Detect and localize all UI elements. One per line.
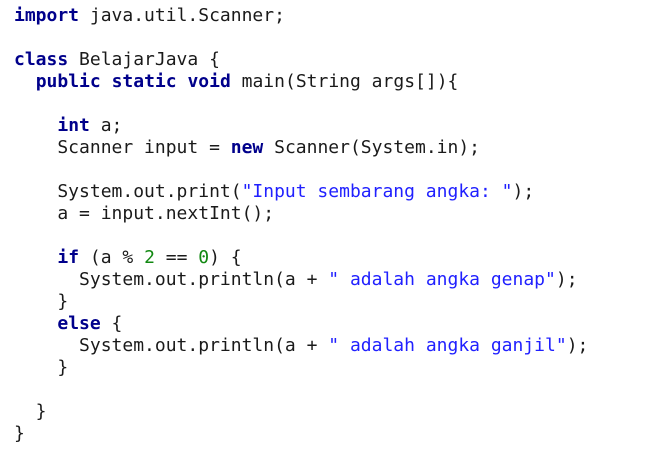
code-line: class BelajarJava { (14, 49, 650, 71)
code-line: } (14, 357, 650, 379)
code-line: System.out.println(a + " adalah angka ga… (14, 335, 650, 357)
code-text: == (154, 247, 199, 268)
code-text: } (14, 423, 25, 444)
code-line: else { (14, 313, 650, 335)
code-keyword: static (111, 71, 177, 92)
code-line: int a; (14, 115, 650, 137)
code-keyword: import (14, 5, 80, 26)
code-text (14, 313, 57, 334)
code-number: 2 (144, 247, 155, 268)
code-text: } (14, 401, 47, 422)
code-text: } (14, 357, 69, 378)
code-line: public static void main(String args[]){ (14, 71, 650, 93)
code-line: if (a % 2 == 0) { (14, 247, 650, 269)
code-keyword: new (230, 137, 264, 158)
code-text (14, 71, 36, 92)
code-line (14, 27, 650, 49)
code-text: } (14, 291, 69, 312)
code-text: System.out.println(a + (14, 269, 329, 290)
code-text: BelajarJava { (68, 49, 220, 70)
code-text: ); (566, 335, 589, 356)
code-text: Scanner(System.in); (263, 137, 481, 158)
code-keyword: public (35, 71, 101, 92)
code-keyword: else (57, 313, 101, 334)
code-text: main(String args[]){ (230, 71, 459, 92)
code-string: " adalah angka ganjil" (328, 335, 567, 356)
code-text: ); (512, 181, 535, 202)
code-keyword: void (187, 71, 231, 92)
code-line: Scanner input = new Scanner(System.in); (14, 137, 650, 159)
code-line: } (14, 423, 650, 445)
code-line: } (14, 401, 650, 423)
code-line: System.out.print("Input sembarang angka:… (14, 181, 650, 203)
code-text: java.util.Scanner; (79, 5, 285, 26)
code-text: System.out.println(a + (14, 335, 329, 356)
code-text: System.out.print( (14, 181, 242, 202)
code-line (14, 93, 650, 115)
code-text: (a % (79, 247, 145, 268)
code-line (14, 379, 650, 401)
code-line: } (14, 291, 650, 313)
code-line (14, 225, 650, 247)
code-keyword: if (57, 247, 80, 268)
code-line: a = input.nextInt(); (14, 203, 650, 225)
code-text: { (100, 313, 123, 334)
code-text (14, 247, 57, 268)
code-keyword: class (14, 49, 69, 70)
code-line: import java.util.Scanner; (14, 5, 650, 27)
code-text: a; (89, 115, 123, 136)
code-number: 0 (198, 247, 210, 268)
code-keyword: int (57, 115, 90, 136)
code-text: Scanner input = (14, 137, 231, 158)
code-text (14, 115, 57, 136)
code-text (177, 71, 188, 92)
code-string: " adalah angka genap" (328, 269, 556, 290)
code-line: System.out.println(a + " adalah angka ge… (14, 269, 650, 291)
code-text: ) { (209, 247, 242, 268)
code-text: a = input.nextInt(); (14, 203, 275, 224)
code-text: ); (555, 269, 578, 290)
code-text (101, 71, 112, 92)
code-string: "Input sembarang angka: " (241, 181, 513, 202)
code-line (14, 159, 650, 181)
